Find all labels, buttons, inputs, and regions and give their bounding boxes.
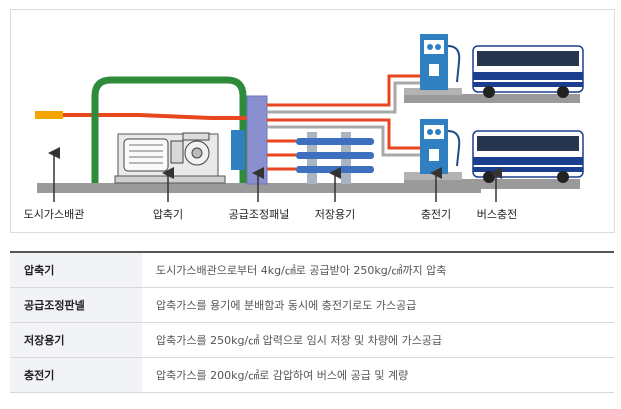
gas-inlet-marker	[35, 111, 63, 119]
row-desc: 압축가스를 200kg/㎠로 감압하여 버스에 공급 및 계량	[142, 357, 614, 393]
label-supply-panel: 공급조정패널	[229, 208, 290, 221]
table-row: 저장용기 압축가스를 250kg/㎠ 압력으로 임시 저장 및 차량에 가스공급	[10, 322, 614, 358]
supply-control-panel	[246, 95, 268, 185]
lower-platform	[404, 179, 580, 189]
row-term: 저장용기	[10, 322, 142, 358]
dispenser-icon-upper	[420, 34, 461, 90]
compressor-icon	[114, 132, 226, 184]
dispenser-line-top-gray	[267, 81, 421, 114]
label-compressor: 압축기	[153, 208, 183, 221]
dispenser-line-bot-red	[267, 118, 421, 150]
supply-panel-door	[231, 130, 245, 170]
row-desc: 도시가스배관으로부터 4kg/㎠로 공급받아 250kg/㎠까지 압축	[142, 252, 614, 288]
dispenser-line-bot-gray	[267, 125, 421, 157]
row-desc: 압축가스를 250kg/㎠ 압력으로 임시 저장 및 차량에 가스공급	[142, 322, 614, 358]
label-city-gas-pipe: 도시가스배관	[24, 208, 85, 221]
label-bus-charging: 버스충전	[477, 208, 517, 221]
table-row: 공급조정판넬 압축가스를 용기에 분배함과 동시에 충전기로도 가스공급	[10, 287, 614, 323]
row-term: 공급조정판넬	[10, 287, 142, 323]
table-row: 충전기 압축가스를 200kg/㎠로 감압하여 버스에 공급 및 계량	[10, 357, 614, 393]
label-storage: 저장용기	[315, 208, 355, 221]
cng-station-diagram: 도시가스배관 압축기 공급조정패널 저장용기 충전기 버스충전	[10, 9, 615, 233]
upper-platform-step	[404, 88, 462, 95]
green-pipe	[91, 76, 247, 183]
ground-slab	[37, 183, 481, 193]
row-desc: 압축가스를 용기에 분배함과 동시에 충전기로도 가스공급	[142, 287, 614, 323]
upper-platform	[404, 94, 580, 103]
table-row: 압축기 도시가스배관으로부터 4kg/㎠로 공급받아 250kg/㎠까지 압축	[10, 252, 614, 288]
equipment-spec-table: 압축기 도시가스배관으로부터 4kg/㎠로 공급받아 250kg/㎠까지 압축 …	[10, 251, 614, 393]
label-dispenser: 충전기	[421, 208, 451, 221]
compressor-feed-line	[138, 113, 212, 120]
dispenser-line-top-red	[267, 74, 421, 107]
dispenser-icon-lower	[420, 119, 461, 174]
row-term: 충전기	[10, 357, 142, 393]
bus-icon-upper	[472, 45, 584, 98]
bus-icon-lower	[472, 130, 584, 183]
row-term: 압축기	[10, 252, 142, 288]
